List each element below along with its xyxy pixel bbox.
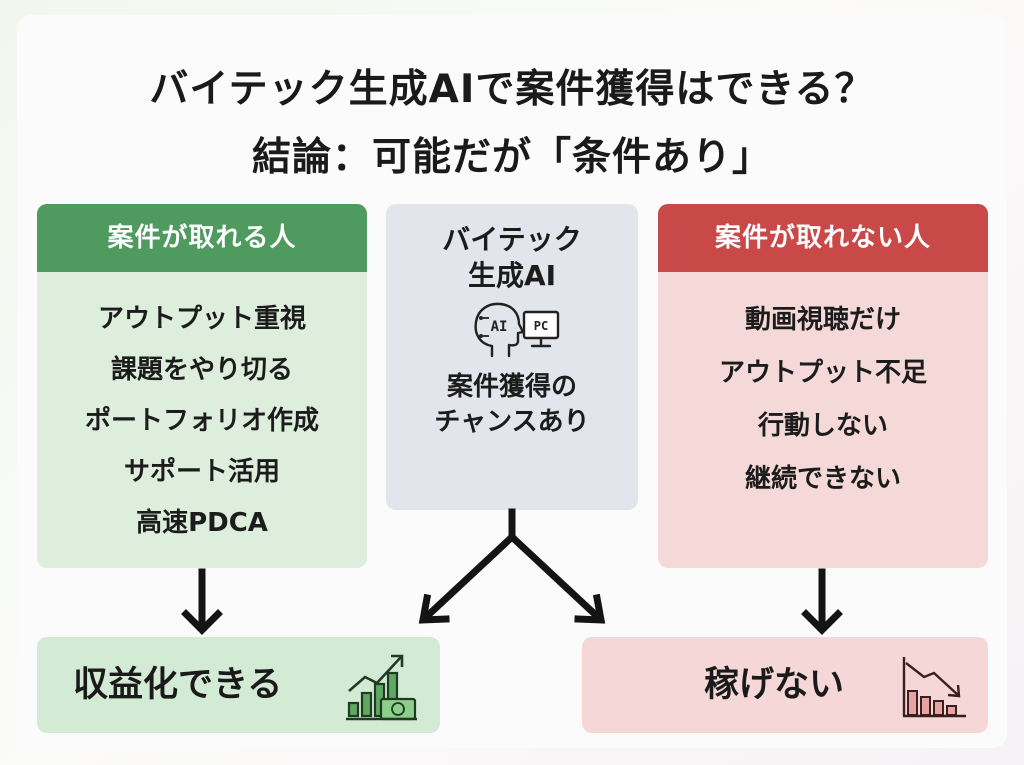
- title-line-2: 結論：可能だが「条件あり」: [251, 135, 772, 180]
- right-panel: 案件が取れない人 動画視聴だけ アウトプット不足 行動しない 継続できない: [658, 204, 988, 568]
- center-title-line-2: 生成AI: [467, 259, 557, 292]
- arrow-split-icon: [418, 508, 606, 624]
- result-positive: 収益化できる: [37, 637, 440, 733]
- decline-chart-icon: [902, 657, 966, 718]
- center-title: バイテック 生成AI: [386, 222, 638, 294]
- right-panel-heading: 案件が取れない人: [658, 204, 988, 272]
- left-item: サポート活用: [123, 457, 280, 487]
- center-title-line-1: バイテック: [442, 223, 582, 256]
- result-negative: 稼げない: [582, 637, 988, 733]
- pc-icon-text: PC: [534, 319, 548, 333]
- right-panel-list: 動画視聴だけ アウトプット不足 行動しない 継続できない: [658, 272, 988, 506]
- center-subtitle: 案件獲得の チャンスあり: [386, 370, 638, 440]
- left-item: ポートフォリオ作成: [84, 406, 319, 436]
- right-item: 動画視聴だけ: [744, 305, 901, 335]
- ai-head-pc-icon: AI PC: [474, 302, 560, 358]
- right-item: 継続できない: [744, 464, 901, 494]
- arrow-down-right-icon: [801, 568, 843, 635]
- arrow-down-left-icon: [181, 568, 223, 635]
- right-item: 行動しない: [757, 411, 888, 441]
- center-sub-line-1: 案件獲得の: [446, 372, 577, 402]
- left-panel: 案件が取れる人 アウトプット重視 課題をやり切る ポートフォリオ作成 サポート活…: [37, 204, 367, 568]
- left-panel-heading: 案件が取れる人: [37, 204, 367, 272]
- left-panel-list: アウトプット重視 課題をやり切る ポートフォリオ作成 サポート活用 高速PDCA: [37, 272, 367, 549]
- result-negative-label: 稼げない: [704, 665, 845, 705]
- ai-icon-text: AI: [491, 319, 508, 335]
- left-item: 課題をやり切る: [110, 355, 293, 385]
- left-item: 高速PDCA: [136, 508, 268, 538]
- result-positive-label: 収益化できる: [73, 665, 283, 705]
- title-line-1: バイテック生成AIで案件獲得はできる？: [149, 67, 875, 112]
- left-item: アウトプット重視: [97, 304, 306, 334]
- growth-chart-money-icon: [346, 654, 417, 721]
- right-item: アウトプット不足: [718, 358, 927, 388]
- center-sub-line-2: チャンスあり: [434, 407, 590, 437]
- center-panel: バイテック 生成AI AI PC 案件獲得の チャンスあり: [386, 204, 638, 510]
